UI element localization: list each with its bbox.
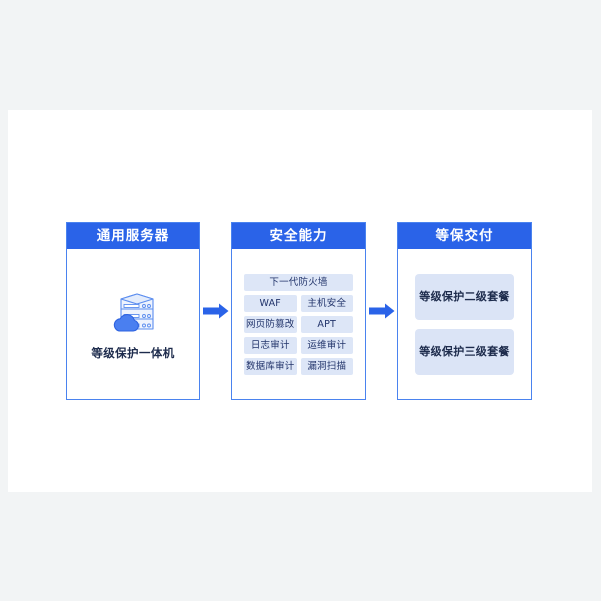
stage-dengbao-delivery-header: 等保交付: [398, 223, 531, 249]
capability-tag[interactable]: 漏洞扫描: [300, 357, 353, 375]
capability-tag[interactable]: 网页防篡改: [244, 315, 297, 333]
content-card: 通用服务器: [8, 110, 592, 492]
capability-tag[interactable]: 主机安全: [300, 294, 353, 312]
package-list: 等级保护二级套餐 等级保护三级套餐: [406, 273, 523, 375]
tag-row: 下一代防火墙: [244, 273, 353, 291]
security-capability-tag-list: 下一代防火墙 WAF 主机安全 网页防篡改 APT 日志审计 运维审计: [240, 273, 357, 375]
capability-tag[interactable]: WAF: [244, 294, 297, 312]
stage-dengbao-delivery-body: 等级保护二级套餐 等级保护三级套餐: [398, 249, 531, 399]
tag-row: 数据库审计 漏洞扫描: [244, 357, 353, 375]
stage-security-capability-body: 下一代防火墙 WAF 主机安全 网页防篡改 APT 日志审计 运维审计: [232, 249, 365, 399]
server-cloud-icon: [107, 287, 159, 339]
tag-row: 网页防篡改 APT: [244, 315, 353, 333]
stage-general-server: 通用服务器: [66, 222, 200, 400]
tag-row: 日志审计 运维审计: [244, 336, 353, 354]
arrow-right-icon-2: [366, 222, 397, 400]
package-item[interactable]: 等级保护二级套餐: [415, 273, 514, 320]
tag-row: WAF 主机安全: [244, 294, 353, 312]
capability-tag[interactable]: 数据库审计: [244, 357, 297, 375]
stage-general-server-body: 等级保护一体机: [67, 249, 199, 399]
stage-security-capability-header: 安全能力: [232, 223, 365, 249]
capability-tag[interactable]: 下一代防火墙: [244, 273, 353, 291]
architecture-flow-diagram: 通用服务器: [66, 222, 546, 412]
stage-dengbao-delivery: 等保交付 等级保护二级套餐 等级保护三级套餐: [397, 222, 532, 400]
package-item[interactable]: 等级保护三级套餐: [415, 328, 514, 375]
stage-general-server-header: 通用服务器: [67, 223, 199, 249]
capability-tag[interactable]: 日志审计: [244, 336, 297, 354]
capability-tag[interactable]: 运维审计: [300, 336, 353, 354]
stage-security-capability: 安全能力 下一代防火墙 WAF 主机安全 网页防篡改 APT: [231, 222, 366, 400]
arrow-right-icon-1: [200, 222, 231, 400]
capability-tag[interactable]: APT: [300, 315, 353, 333]
stage-general-server-label: 等级保护一体机: [91, 346, 175, 360]
